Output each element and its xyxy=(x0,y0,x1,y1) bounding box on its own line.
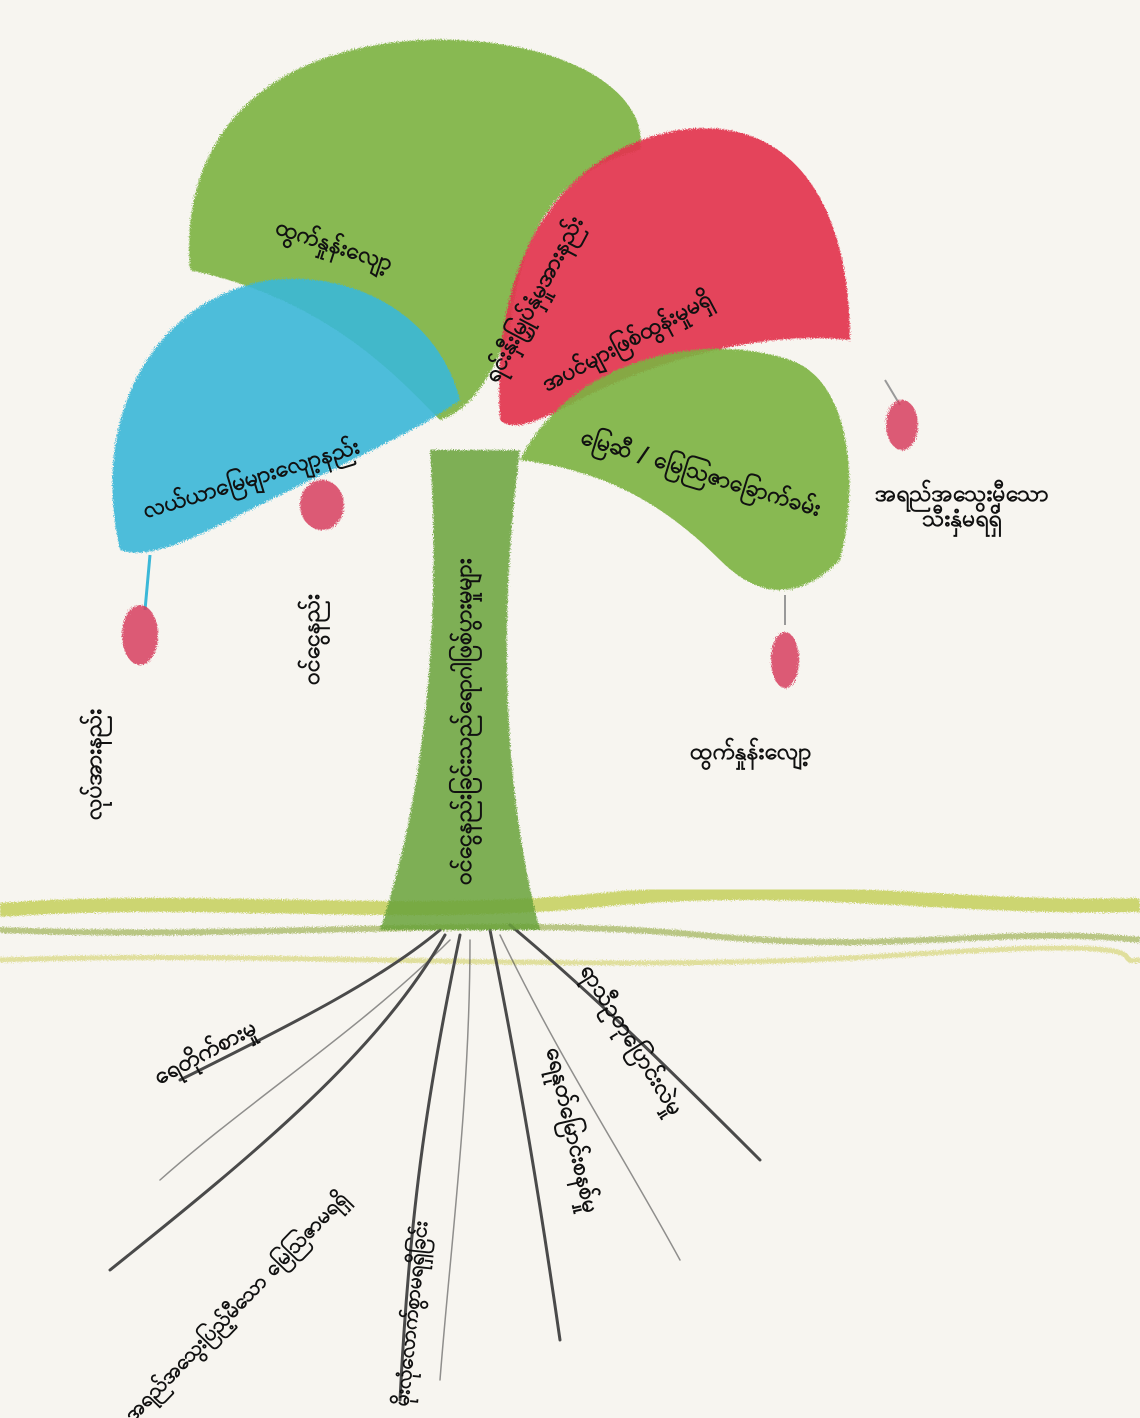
trunk-label: ဝင်ငွေနည်းခြင်းသည်ရောဂါဖြစ်ပွားမှုများ xyxy=(452,558,477,885)
fruit-label-right-lower: ထွက်နှုန်းလျော့ xyxy=(690,740,812,765)
fruit-label-right-upper-line2: သီးနှံမရရှိ xyxy=(875,507,1049,532)
fruit-label-middle: ဝင်ငွေနည်း xyxy=(300,594,325,685)
fruit-label-right-upper-line1: အရည်အသွေးမှီသော xyxy=(875,482,1049,507)
root-line-2 xyxy=(110,935,445,1270)
fruit-label-right-upper: အရည်အသွေးမှီသော သီးနှံမရရှိ xyxy=(875,482,1049,533)
fruit-right-lower xyxy=(771,632,799,688)
root-line-4 xyxy=(490,930,560,1340)
ground-line xyxy=(0,893,1140,963)
fruit-left xyxy=(122,605,158,665)
fruit-label-left: လုပ်အားနည်း xyxy=(82,709,107,820)
fruit-right-upper xyxy=(886,400,918,450)
fruit-middle xyxy=(300,480,344,530)
